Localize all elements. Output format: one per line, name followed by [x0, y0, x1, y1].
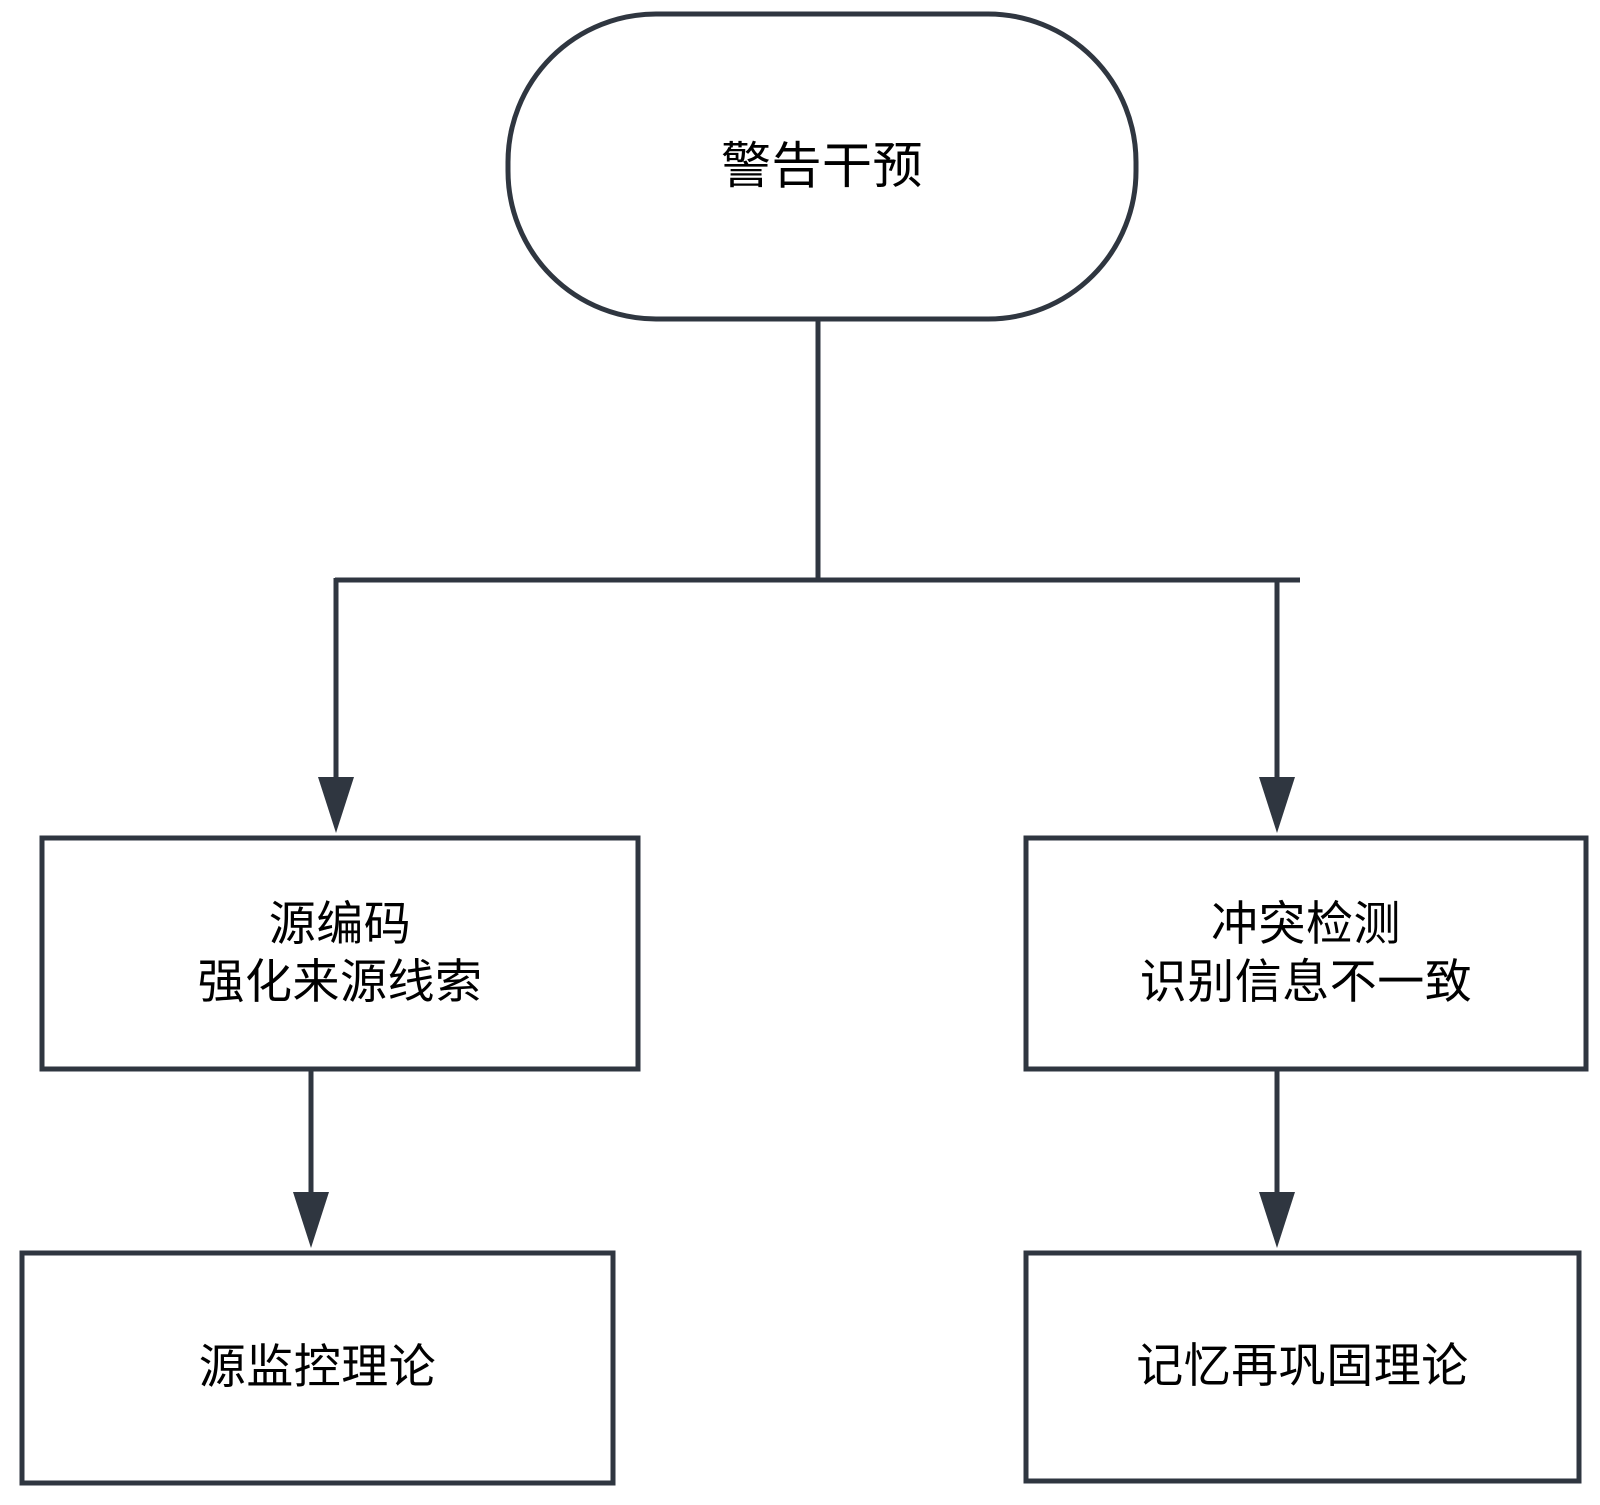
arrow-head-to-mid-right — [1259, 777, 1295, 833]
edge-midright-to-bottomright — [1259, 1068, 1295, 1248]
node-shape-bottom-right[interactable] — [1023, 1250, 1582, 1484]
arrow-head-to-bottom-left — [293, 1192, 329, 1248]
arrow-head-to-mid-left — [318, 777, 354, 833]
edge-midleft-to-bottomleft — [293, 1068, 329, 1248]
arrow-head-to-bottom-right — [1259, 1192, 1295, 1248]
node-shape-bottom-left[interactable] — [19, 1250, 616, 1486]
node-shape-start[interactable] — [505, 11, 1139, 322]
node-shape-mid-left[interactable] — [39, 835, 641, 1072]
node-shape-mid-right[interactable] — [1023, 835, 1589, 1072]
edge-start-to-branches — [318, 318, 1300, 833]
